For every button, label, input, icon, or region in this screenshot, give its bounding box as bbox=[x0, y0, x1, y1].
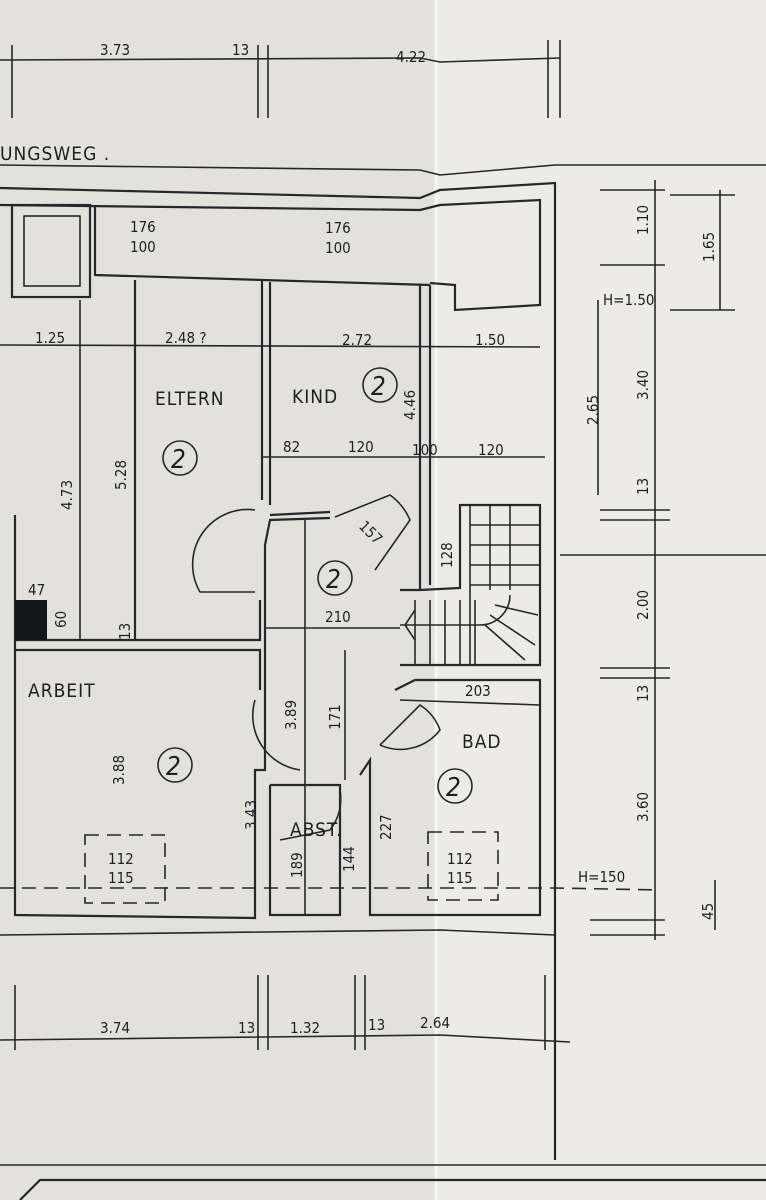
dim-label: 112 bbox=[447, 850, 473, 868]
street-label: UNGSWEG . bbox=[0, 143, 110, 165]
dim-label: 189 bbox=[288, 852, 306, 878]
dim-label: 2.64 bbox=[420, 1014, 450, 1032]
dim-label: 3.73 bbox=[100, 41, 130, 59]
chimney bbox=[10, 203, 92, 299]
dim-label: 100 bbox=[325, 239, 351, 257]
outer-walls bbox=[0, 164, 766, 1200]
dim-label: 176 bbox=[130, 218, 156, 236]
dim-label: 47 bbox=[28, 581, 45, 599]
dim-label: 112 bbox=[108, 850, 134, 868]
dim-label: H=1.50 bbox=[603, 291, 655, 309]
dim-label: 210 bbox=[325, 608, 351, 626]
window-box bbox=[427, 831, 499, 901]
room-label-kind: KIND bbox=[292, 386, 338, 408]
dim-label: 227 bbox=[377, 814, 395, 840]
room-label-abst: ABST. bbox=[290, 819, 343, 841]
dim-label: 3.60 bbox=[634, 792, 652, 822]
column-block bbox=[15, 600, 47, 640]
dim-label: 2.48 ? bbox=[165, 329, 206, 347]
dim-label: 115 bbox=[108, 869, 134, 887]
dim-label: 13 bbox=[232, 41, 249, 59]
dim-label: 4.22 bbox=[396, 48, 426, 66]
dim-label: 176 bbox=[325, 219, 351, 237]
dim-label: 45 bbox=[699, 903, 717, 920]
dim-label: 3.89 bbox=[282, 700, 300, 730]
interior-walls bbox=[13, 280, 542, 920]
dim-label: 13 bbox=[368, 1016, 385, 1034]
window-box bbox=[84, 834, 166, 904]
dim-label: 128 bbox=[438, 542, 456, 568]
dim-label: 5.28 bbox=[112, 460, 130, 490]
dim-label: 171 bbox=[326, 704, 344, 730]
dim-label: 120 bbox=[348, 438, 374, 456]
room-label-eltern: ELTERN bbox=[155, 388, 225, 410]
dim-label: 3.43 bbox=[242, 800, 260, 830]
dim-label: 1.32 bbox=[290, 1019, 320, 1037]
dimension-line bbox=[399, 699, 541, 706]
floor-marker: 2 bbox=[326, 565, 341, 595]
dim-label: 13 bbox=[238, 1019, 255, 1037]
dim-label: 100 bbox=[130, 238, 156, 256]
dim-label: 2.72 bbox=[342, 331, 372, 349]
dim-label: 3.40 bbox=[634, 370, 652, 400]
floor-marker: 2 bbox=[446, 773, 461, 803]
dim-label: 1.50 bbox=[475, 331, 505, 349]
dim-label: 13 bbox=[116, 623, 134, 640]
dim-label: 13 bbox=[634, 685, 652, 702]
dim-label: 60 bbox=[52, 611, 70, 628]
floor-marker: 2 bbox=[371, 372, 386, 402]
bottom-dimension-line: 3.74 13 1.32 13 2.64 bbox=[0, 975, 571, 1050]
floor-marker: 2 bbox=[171, 445, 186, 475]
top-dimension-line: 3.73 13 4.22 bbox=[0, 40, 561, 118]
dim-label: 2.00 bbox=[634, 590, 652, 620]
dim-label: 3.74 bbox=[100, 1019, 130, 1037]
dim-label: 100 bbox=[412, 441, 438, 459]
dashed-line bbox=[0, 887, 661, 891]
dim-label: 13 bbox=[634, 478, 652, 495]
dim-label: 4.73 bbox=[58, 480, 76, 510]
door-swings bbox=[191, 494, 441, 841]
staircase bbox=[400, 504, 541, 666]
dim-label: 120 bbox=[478, 441, 504, 459]
dim-label: 203 bbox=[465, 682, 491, 700]
right-dimension-lines bbox=[560, 180, 766, 940]
dim-label: 2.65 bbox=[584, 395, 602, 425]
paper-right bbox=[436, 0, 766, 1200]
dim-label: 1.25 bbox=[35, 329, 65, 347]
paper-left bbox=[0, 0, 436, 1200]
dim-label: 144 bbox=[340, 846, 358, 872]
dim-label: 1.10 bbox=[634, 205, 652, 235]
dim-label: 4.46 bbox=[401, 390, 419, 420]
dim-label: 115 bbox=[447, 869, 473, 887]
dim-label: H=150 bbox=[578, 868, 625, 886]
dim-label: 82 bbox=[283, 438, 300, 456]
floor-markers: 2 2 2 2 2 bbox=[157, 367, 473, 804]
room-label-arbeit: ARBEIT bbox=[28, 680, 96, 702]
dim-label: 3.88 bbox=[110, 755, 128, 785]
floor-marker: 2 bbox=[166, 752, 181, 782]
room-label-bad: BAD bbox=[462, 731, 502, 753]
dim-label: 1.65 bbox=[700, 232, 718, 262]
